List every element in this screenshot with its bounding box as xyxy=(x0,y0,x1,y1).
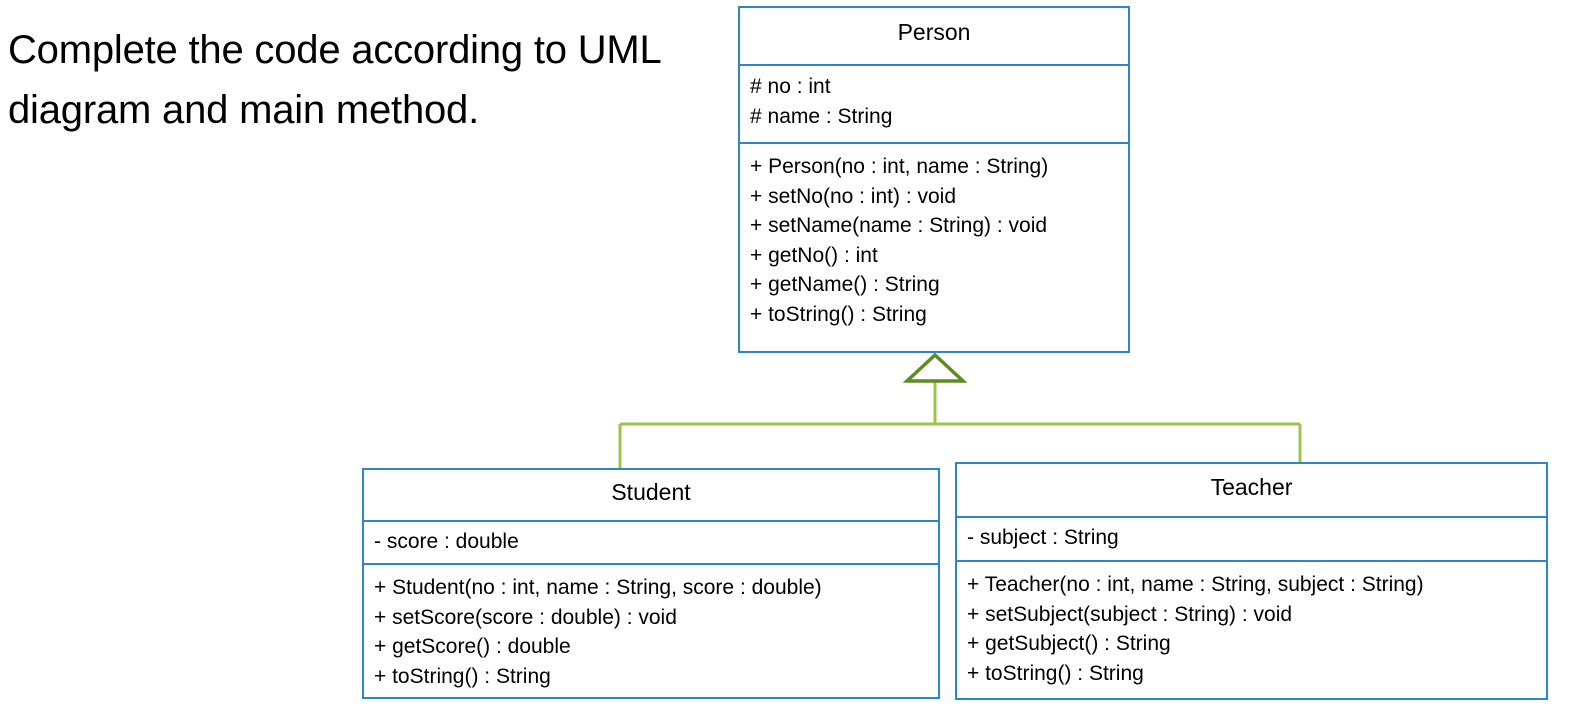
method-row: + setNo(no : int) : void xyxy=(750,184,957,208)
method-row: + getNo() : int xyxy=(750,243,878,267)
attributes-compartment-teacher: - subject : String xyxy=(957,516,1546,560)
methods-compartment-person: + Person(no : int, name : String) + setN… xyxy=(740,142,1128,351)
attributes-compartment-student: - score : double xyxy=(364,519,938,563)
instruction-text: Complete the code according to UML diagr… xyxy=(8,28,661,132)
method-row: + Student(no : int, name : String, score… xyxy=(374,576,822,599)
methods-compartment-student: + Student(no : int, name : String, score… xyxy=(364,563,938,697)
method-row: + getSubject() : String xyxy=(967,632,1171,655)
method-row: + getScore() : double xyxy=(374,635,571,658)
method-row: + setSubject(subject : String) : void xyxy=(967,602,1293,626)
methods-compartment-teacher: + Teacher(no : int, name : String, subje… xyxy=(957,560,1546,698)
uml-class-person[interactable]: Person # no : int # name : String + Pers… xyxy=(738,6,1130,353)
attribute-row: - score : double xyxy=(374,529,519,553)
attribute-row: # no : int xyxy=(750,75,831,98)
method-row: + toString() : String xyxy=(967,661,1144,685)
method-row: + getName() : String xyxy=(750,273,940,296)
method-row: + setName(name : String) : void xyxy=(750,214,1048,237)
method-row: + toString() : String xyxy=(374,664,551,688)
class-name-student: Student xyxy=(611,479,691,505)
attribute-row: # name : String xyxy=(750,104,893,128)
uml-class-teacher[interactable]: Teacher - subject : String + Teacher(no … xyxy=(955,462,1548,700)
class-name-person: Person xyxy=(897,19,971,45)
method-row: + toString() : String xyxy=(750,302,927,326)
method-row: + Teacher(no : int, name : String, subje… xyxy=(967,573,1424,596)
method-row: + Person(no : int, name : String) xyxy=(750,155,1049,178)
attributes-compartment-person: # no : int # name : String xyxy=(740,64,1128,142)
class-name-teacher: Teacher xyxy=(1210,474,1293,500)
attribute-row: - subject : String xyxy=(967,526,1119,549)
method-row: + setScore(score : double) : void xyxy=(374,605,677,629)
uml-class-student[interactable]: Student - score : double + Student(no : … xyxy=(362,468,940,699)
inheritance-triangle-icon xyxy=(902,352,968,383)
